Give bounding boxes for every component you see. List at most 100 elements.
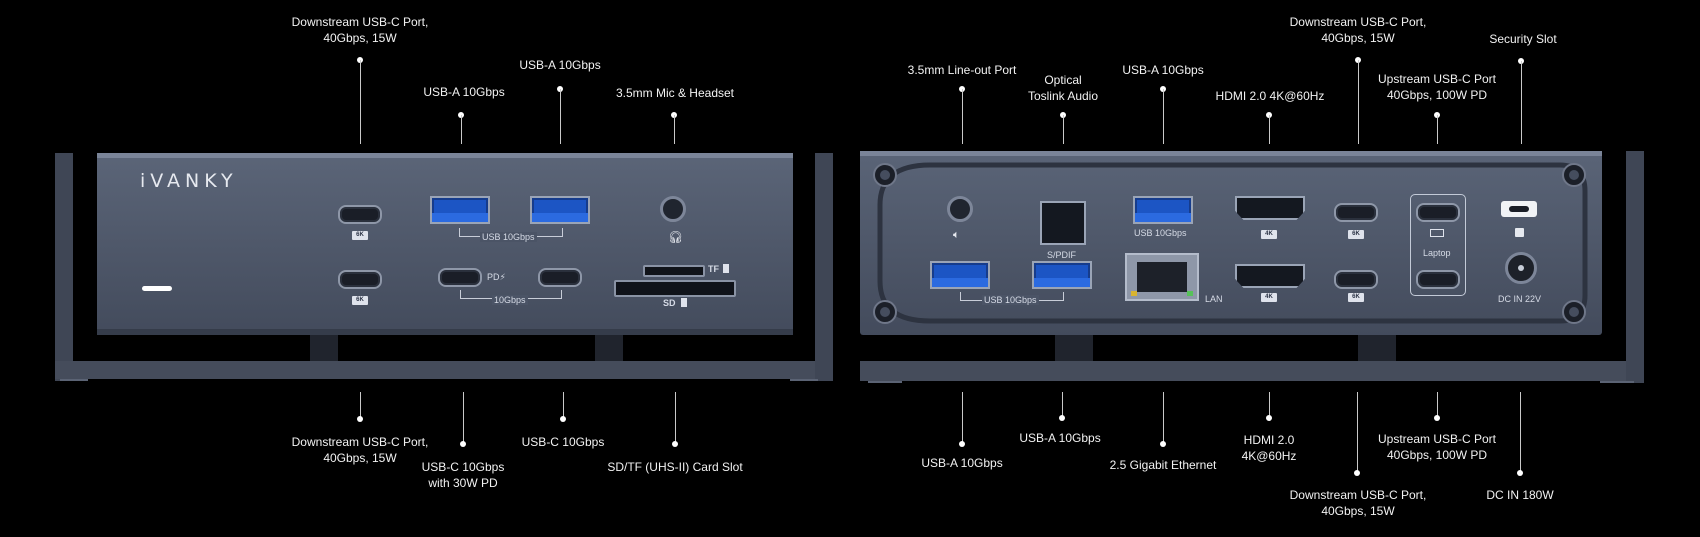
laptop-port-frame: [1410, 194, 1466, 296]
callout-line: [1163, 89, 1164, 144]
ethernet-led: [1131, 291, 1137, 296]
badge-6k: 6K: [1348, 293, 1364, 302]
speaker-icon: 🔈︎: [953, 229, 960, 241]
upstream-usbc-port-1[interactable]: [1416, 203, 1460, 222]
callout-rear-lineout: 3.5mm Line-out Port: [907, 63, 1017, 77]
callout-text: 40Gbps, 15W: [323, 451, 397, 465]
callout-front-usbc-pd: USB-C 10Gbps with 30W PD: [393, 459, 533, 491]
upstream-usbc-port-2[interactable]: [1416, 270, 1460, 289]
callout-rear-hdmi: HDMI 2.0 4K@60Hz: [1215, 89, 1325, 103]
callout-rear-usba: USB-A 10Gbps: [1122, 63, 1204, 77]
callout-line: [1521, 61, 1522, 144]
callout-text: 40Gbps, 15W: [1321, 504, 1395, 518]
callout-front-usbc-downstream-top: Downstream USB-C Port, 40Gbps, 15W: [260, 14, 460, 46]
callout-text: Downstream USB-C Port,: [291, 435, 429, 449]
callout-text: 4K@60Hz: [1241, 449, 1297, 463]
callout-line: [463, 392, 464, 443]
callout-line: [962, 392, 963, 443]
callout-rear-usba-1: USB-A 10Gbps: [921, 456, 1003, 470]
front-usba-port-1[interactable]: [430, 196, 490, 224]
callout-text: Toslink Audio: [1027, 89, 1099, 103]
lock-icon: [1515, 228, 1524, 237]
callout-rear-dc: DC IN 180W: [1486, 488, 1554, 502]
callout-front-card: SD/TF (UHS-II) Card Slot: [607, 460, 743, 474]
callout-dot: [357, 416, 363, 422]
callout-dot: [460, 441, 466, 447]
callout-line: [1358, 60, 1359, 144]
g10-mark: 10Gbps: [492, 295, 528, 305]
callout-line: [1437, 115, 1438, 144]
callout-line: [1269, 115, 1270, 144]
callout-text: Downstream USB-C Port,: [291, 15, 429, 29]
callout-text: Upstream USB-C Port: [1377, 432, 1497, 446]
usb10-mark: USB 10Gbps: [982, 295, 1039, 305]
callout-line: [1520, 392, 1521, 472]
pd-mark: PD⚡: [487, 272, 506, 282]
callout-dot: [959, 441, 965, 447]
tf-card-slot[interactable]: [643, 265, 705, 277]
callout-rear-upstream-top: Upstream USB-C Port 40Gbps, 100W PD: [1362, 71, 1512, 103]
badge-6k: 6K: [1348, 230, 1364, 239]
rear-usbc-port-2[interactable]: [1334, 270, 1378, 289]
callout-text: Optical: [1044, 73, 1082, 87]
rear-usba-port-top[interactable]: [1133, 196, 1193, 224]
sd-card-icon: [681, 298, 687, 307]
callout-line: [1062, 392, 1063, 417]
front-usbc-port-1[interactable]: [338, 205, 382, 224]
sd-card-slot[interactable]: [614, 280, 736, 297]
callout-text: 40Gbps, 15W: [323, 31, 397, 45]
usb10-mark: USB 10Gbps: [480, 232, 537, 242]
ethernet-led: [1187, 291, 1193, 296]
callout-line: [360, 60, 361, 144]
callout-text: Downstream USB-C Port,: [1289, 15, 1427, 29]
callout-front-usbc-downstream-bottom: Downstream USB-C Port, 40Gbps, 15W: [260, 434, 460, 466]
callout-line: [560, 89, 561, 144]
rear-usba-port-2[interactable]: [1032, 261, 1092, 289]
brand-logo: iVANKY: [140, 170, 238, 192]
rear-usbc-port-1[interactable]: [1334, 203, 1378, 222]
front-usbc-pd-port[interactable]: [438, 268, 482, 287]
front-usba-port-2[interactable]: [530, 196, 590, 224]
rear-lineout-jack[interactable]: [947, 196, 973, 222]
callout-dot: [1517, 470, 1523, 476]
callout-line: [1357, 392, 1358, 472]
callout-line: [1163, 392, 1164, 443]
hdmi-port-2[interactable]: [1235, 264, 1305, 288]
callout-dot: [1160, 441, 1166, 447]
headset-icon: 🎧︎: [668, 230, 684, 244]
security-slot[interactable]: [1501, 201, 1537, 217]
hdmi-port-1[interactable]: [1235, 196, 1305, 220]
callout-rear-upstream-bottom: Upstream USB-C Port 40Gbps, 100W PD: [1362, 431, 1512, 463]
tf-mark: TF: [708, 264, 719, 274]
callout-text: 40Gbps, 100W PD: [1386, 88, 1488, 102]
badge-4k: 4K: [1261, 293, 1277, 302]
front-usbc-10g-port[interactable]: [538, 268, 582, 287]
callout-dot: [672, 441, 678, 447]
callout-text: 40Gbps, 15W: [1321, 31, 1395, 45]
badge-6k: 6K: [352, 231, 368, 240]
callout-line: [1269, 392, 1270, 417]
callout-front-mic: 3.5mm Mic & Headset: [615, 86, 735, 100]
callout-text: USB-C 10Gbps: [421, 460, 505, 474]
callout-text: Upstream USB-C Port: [1377, 72, 1497, 86]
callout-dot: [560, 416, 566, 422]
ethernet-port[interactable]: [1125, 253, 1199, 301]
rear-usba-port-1[interactable]: [930, 261, 990, 289]
callout-line: [674, 115, 675, 144]
front-audio-jack[interactable]: [660, 196, 686, 222]
callout-line: [563, 392, 564, 420]
callout-rear-usbc-downstream-top: Downstream USB-C Port, 40Gbps, 15W: [1258, 14, 1458, 46]
callout-rear-optical: Optical Toslink Audio: [1013, 72, 1113, 104]
spdif-port[interactable]: [1040, 201, 1086, 245]
callout-front-usbc-10: USB-C 10Gbps: [521, 435, 605, 449]
callout-rear-hdmi-bottom: HDMI 2.0 4K@60Hz: [1219, 432, 1319, 464]
laptop-mark: Laptop: [1423, 248, 1451, 258]
callout-dot: [1354, 470, 1360, 476]
laptop-icon: [1430, 229, 1444, 237]
ethernet-socket: [1137, 262, 1187, 292]
dc-in-jack[interactable]: [1505, 252, 1537, 284]
screw: [1562, 163, 1586, 187]
callout-line: [461, 115, 462, 144]
screw: [1562, 300, 1586, 324]
front-usbc-port-2[interactable]: [338, 270, 382, 289]
